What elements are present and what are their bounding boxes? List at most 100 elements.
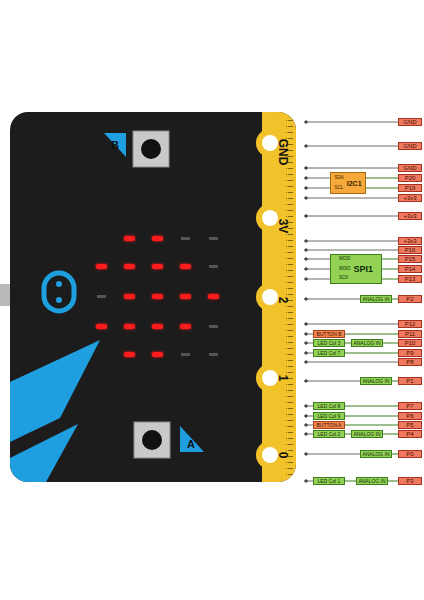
board-label: 2	[277, 297, 289, 304]
button-b	[104, 131, 169, 167]
signal-column: SDA SCL	[334, 173, 343, 193]
connector	[366, 178, 398, 179]
label-text: P8	[406, 359, 413, 365]
connector-line	[382, 269, 398, 270]
board-label: 3V	[277, 219, 289, 234]
blue-stripe	[10, 424, 78, 482]
led-column-box: LED Col 3	[313, 339, 345, 347]
label-text: P0	[406, 451, 413, 457]
label-text: I2C1	[347, 180, 362, 187]
connector-line	[366, 178, 398, 179]
label-text: GND	[403, 143, 416, 149]
pin-label: P14	[398, 265, 422, 273]
spi-box: MOSIMISOSCKSPI1	[330, 254, 382, 284]
pin-label: GND	[398, 142, 422, 150]
pin-label: P7	[398, 402, 422, 410]
label-text: +3v3	[403, 195, 416, 201]
label-text: P15	[405, 256, 416, 262]
board-label: GND	[277, 139, 289, 166]
led-matrix	[96, 236, 219, 357]
label-text: ANALOG IN	[353, 341, 380, 346]
connector	[345, 416, 398, 417]
label-text: +3v3	[403, 213, 416, 219]
label-text: P5	[406, 422, 413, 428]
board-body	[10, 112, 296, 482]
label-text: P6	[406, 413, 413, 419]
connector-line	[345, 416, 398, 417]
analog-in-box: ANALOG IN	[356, 477, 388, 485]
label-text: P2	[406, 296, 413, 302]
pin-label: P2	[398, 295, 422, 303]
i2c-box: SDA SCL I2C1	[330, 172, 366, 194]
connector-line	[366, 188, 398, 189]
connector	[382, 259, 398, 260]
connector-line	[382, 259, 398, 260]
connector-line	[388, 481, 398, 482]
connector	[345, 481, 356, 482]
label-text: MOSI	[339, 257, 351, 262]
label-text: LED Col 8	[318, 404, 341, 409]
board-label: 1	[277, 375, 289, 382]
pin-label: P9	[398, 349, 422, 357]
connector	[388, 481, 398, 482]
label-text: P10	[405, 340, 416, 346]
pin-label: P4	[398, 430, 422, 438]
label-text: P13	[405, 276, 416, 282]
pin-label: P5	[398, 421, 422, 429]
connector-line	[345, 425, 398, 426]
button-box: BUTTON B	[313, 330, 345, 338]
pin-label: P12	[398, 320, 422, 328]
led-column-box: LED Col 7	[313, 349, 345, 357]
pin-label: P0	[398, 450, 422, 458]
pin-label: GND	[398, 164, 422, 172]
connector	[383, 343, 398, 344]
connector	[345, 425, 398, 426]
label-text: P12	[405, 321, 416, 327]
connector-line	[345, 334, 398, 335]
board-label: A	[187, 439, 195, 450]
label-text: P7	[406, 403, 413, 409]
label-text: SDA	[334, 176, 343, 181]
pin-label: P15	[398, 255, 422, 263]
pin-label: +3v3	[398, 194, 422, 202]
pin-label: P20	[398, 174, 422, 182]
label-text: GND	[403, 165, 416, 171]
pin-label: P10	[398, 339, 422, 347]
label-text: GND	[403, 119, 416, 125]
button-box: BUTTON A	[313, 421, 345, 429]
label-text: SCL	[334, 186, 343, 191]
pin-label: P16	[398, 246, 422, 254]
label-text: SCK	[339, 276, 351, 281]
label-text: P19	[405, 185, 416, 191]
leader-lines	[305, 121, 398, 483]
label-text: ANALOG IN	[358, 479, 385, 484]
connector	[366, 188, 398, 189]
board-label: B	[111, 140, 119, 151]
label-text: +3v3	[403, 238, 416, 244]
pin-label: P11	[398, 330, 422, 338]
led-column-box: LED Col 9	[313, 412, 345, 420]
label-text: P9	[406, 350, 413, 356]
analog-in-box: ANALOG IN	[360, 295, 392, 303]
analog-in-box: ANALOG IN	[351, 339, 383, 347]
connector-line	[345, 481, 356, 482]
label-text: LED Col 9	[318, 414, 341, 419]
label-text: ANALOG IN	[362, 452, 389, 457]
board-label: 0	[277, 452, 289, 459]
pin-label: P8	[398, 358, 422, 366]
pin-label: P19	[398, 184, 422, 192]
edge-connector	[262, 112, 296, 482]
pin-label: +3v3	[398, 212, 422, 220]
pin-label: P3	[398, 477, 422, 485]
label-text: LED Col 2	[318, 432, 341, 437]
label-text: P20	[405, 175, 416, 181]
connector	[383, 434, 398, 435]
label-text: ANALOG IN	[362, 379, 389, 384]
pin-label: +3v3	[398, 237, 422, 245]
connector	[382, 279, 398, 280]
connector	[345, 406, 398, 407]
connector-line	[383, 434, 398, 435]
analog-in-box: ANALOG IN	[360, 450, 392, 458]
label-text: P3	[406, 478, 413, 484]
connector-line	[382, 279, 398, 280]
